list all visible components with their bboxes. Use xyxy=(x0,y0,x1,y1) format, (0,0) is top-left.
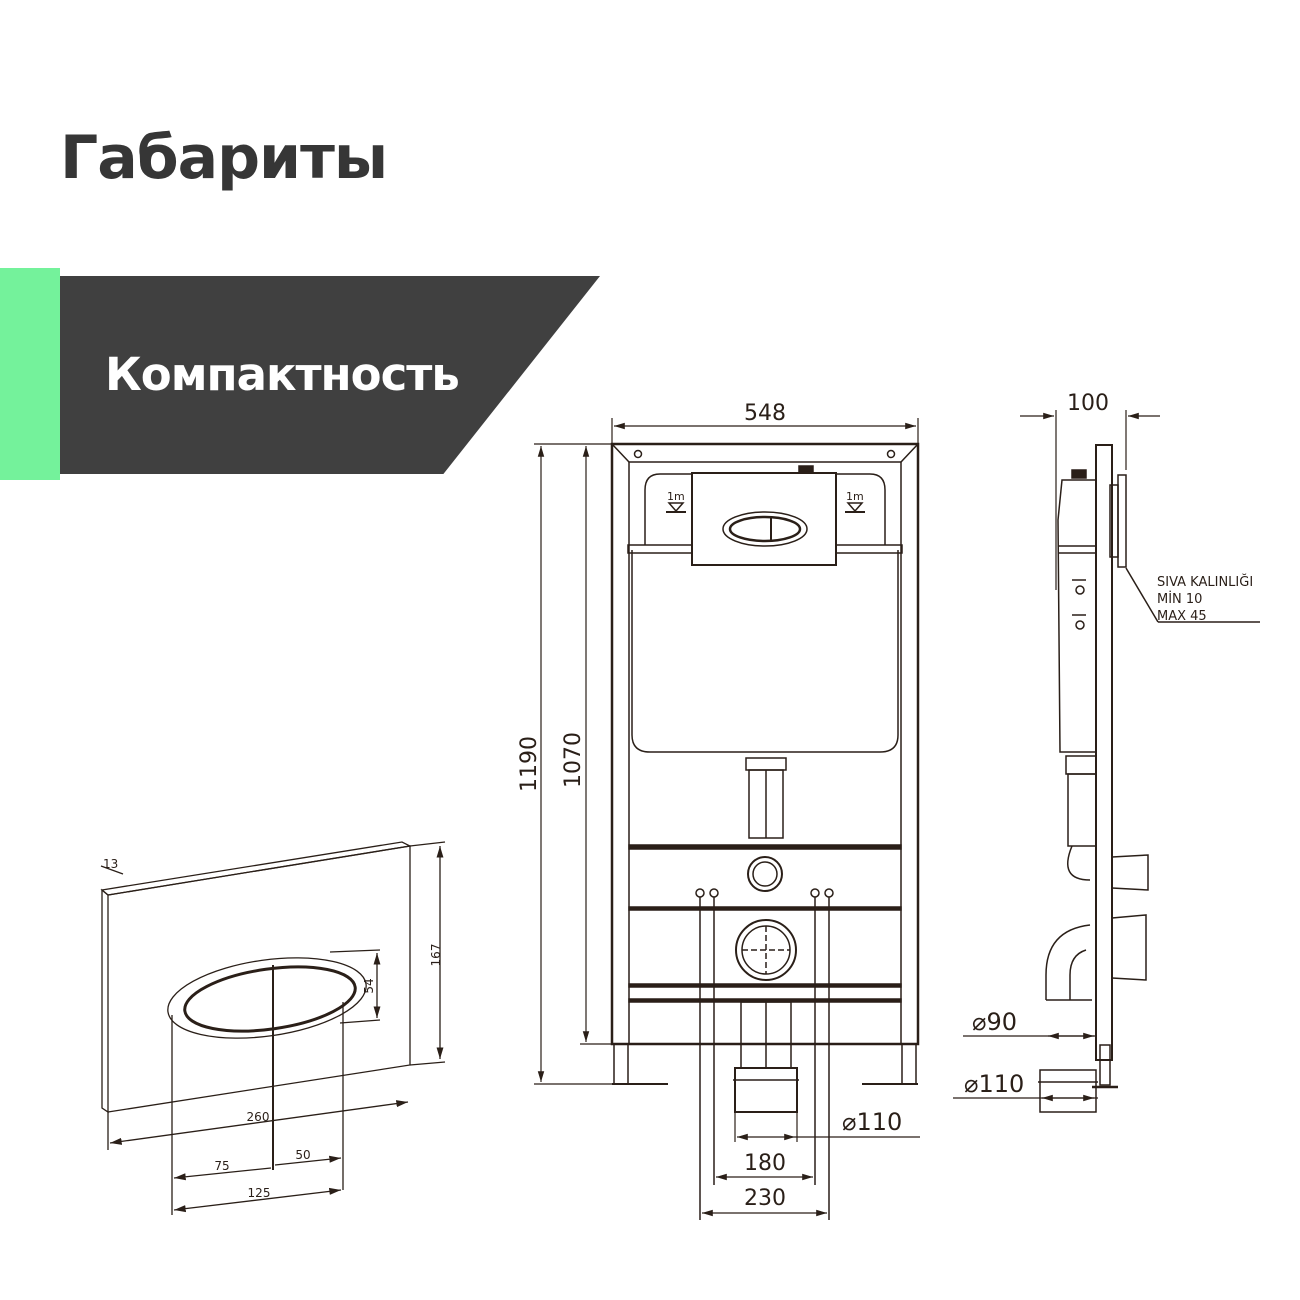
dim-pipe-90: ⌀90 xyxy=(972,1008,1017,1036)
dim-width-548: 548 xyxy=(744,401,786,426)
side-view xyxy=(1038,444,1260,1113)
dim-panel-thickness-13: 13 xyxy=(103,857,118,871)
page-title: Габариты xyxy=(60,123,388,193)
dim-left-75: 75 xyxy=(214,1159,229,1173)
banner-label: Компактность xyxy=(105,348,460,401)
dim-outlet-110: ⌀110 xyxy=(842,1108,902,1136)
note-line-3: MAX 45 xyxy=(1157,609,1207,624)
dim-spacing-230: 230 xyxy=(744,1186,786,1211)
dim-depth-100: 100 xyxy=(1067,391,1109,416)
level-marker-left: 1m xyxy=(666,490,686,513)
dim-button-height-54: 54 xyxy=(362,978,376,993)
dim-button-width-125: 125 xyxy=(248,1186,271,1200)
note-line-2: MİN 10 xyxy=(1157,591,1202,607)
dim-pipe-110: ⌀110 xyxy=(964,1070,1024,1098)
dim-panel-width-260: 260 xyxy=(247,1110,270,1124)
svg-text:1m: 1m xyxy=(667,490,685,503)
note-line-1: SIVA KALINLIĞI xyxy=(1157,574,1253,590)
dim-height-1190: 1190 xyxy=(517,736,542,792)
front-view: 1m 1m xyxy=(610,442,920,1220)
svg-text:1m: 1m xyxy=(846,490,864,503)
button-panel-view xyxy=(100,841,446,1215)
front-dimensions xyxy=(534,418,920,1217)
dim-height-1070: 1070 xyxy=(561,732,586,788)
side-dimensions xyxy=(953,410,1160,1102)
dim-spacing-180: 180 xyxy=(744,1151,786,1176)
level-marker-right: 1m xyxy=(845,490,865,513)
dim-panel-height-167: 167 xyxy=(429,944,443,967)
accent-bar xyxy=(0,268,60,480)
dim-right-50: 50 xyxy=(295,1148,310,1162)
